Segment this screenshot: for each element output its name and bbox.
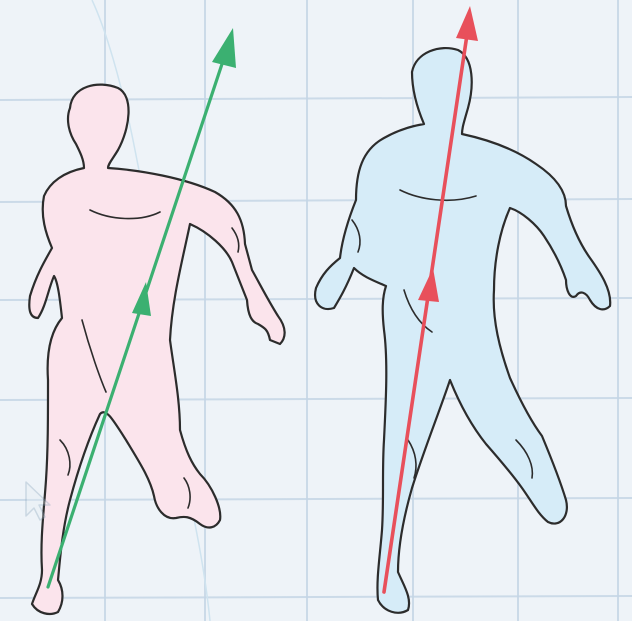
scene-canvas [0,0,632,621]
